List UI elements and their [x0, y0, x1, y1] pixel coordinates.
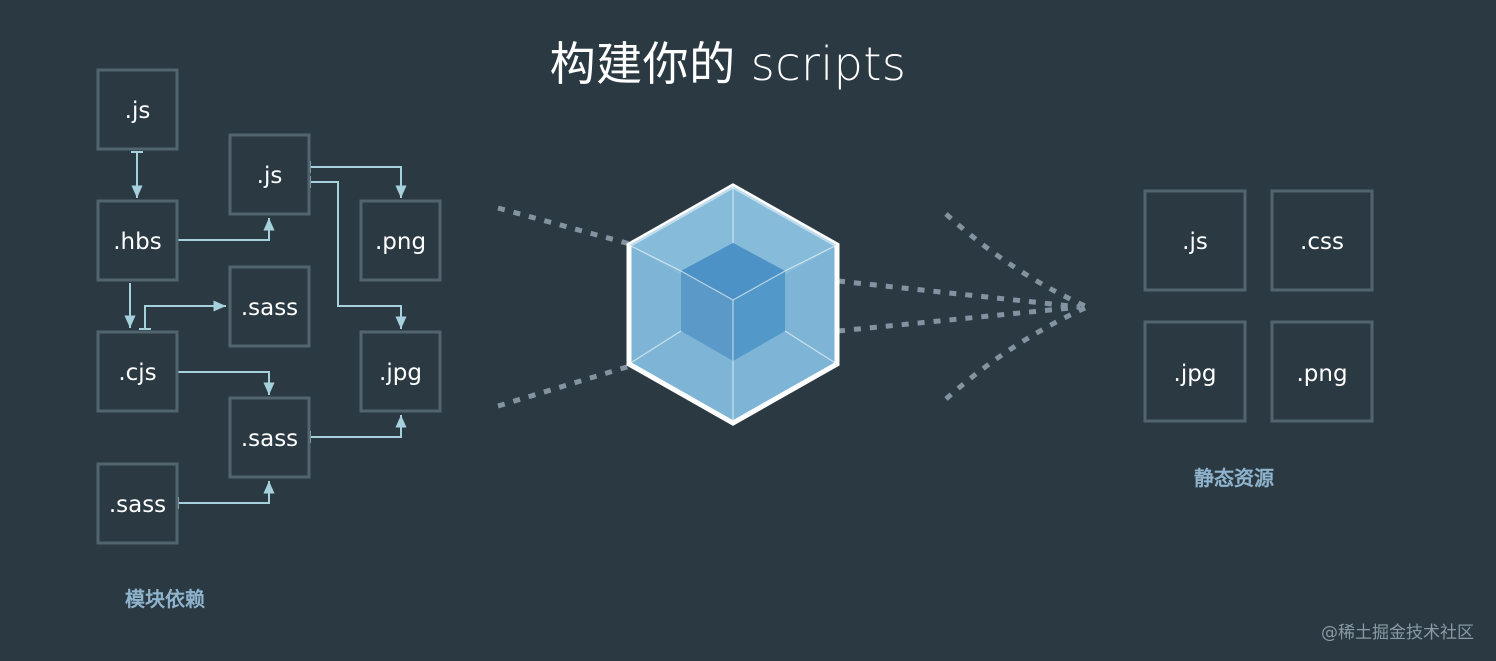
asset-box-js: [1143, 189, 1247, 292]
box-png: [359, 199, 442, 282]
right-caption: 静态资源: [1194, 466, 1274, 490]
arrow-hbs-to-js: [178, 218, 275, 241]
box-js-1: [96, 68, 179, 151]
funnel-line-top: [497, 205, 631, 247]
box-hbs: [96, 199, 179, 282]
box-sass-1: [228, 265, 311, 348]
asset-label: .png: [1296, 361, 1347, 387]
left-caption: 模块依赖: [125, 587, 205, 611]
box-js-2: [228, 133, 311, 216]
left-box-group: .js .js .hbs .png .sass .cjs .jpg .sass …: [96, 68, 442, 545]
box-label: .sass: [241, 426, 298, 452]
arrow-cjs-to-sass2: [178, 371, 275, 395]
asset-label: .js: [1182, 229, 1208, 255]
box-cjs: [96, 330, 179, 413]
box-label: .jpg: [379, 360, 422, 386]
arrow-js-to-jpg: [310, 181, 407, 329]
asset-box-png: [1270, 320, 1374, 423]
box-label: .sass: [241, 295, 298, 321]
arrow-cjs-to-sass: [144, 300, 226, 329]
asset-box-jpg: [1143, 320, 1247, 423]
funnel-line-bottom: [497, 363, 631, 409]
box-label: .sass: [109, 492, 166, 518]
arrow-sass2-to-jpg: [310, 415, 407, 438]
arrow-js-to-png: [310, 166, 407, 198]
box-sass-3: [96, 462, 179, 545]
webpack-cube-icon: [626, 183, 840, 426]
dependency-arrows: [124, 151, 407, 509]
box-sass-2: [228, 396, 311, 479]
out-curve-upper: [944, 212, 1087, 309]
box-label: .hbs: [113, 229, 161, 255]
right-box-group: .js .css .jpg .png: [1143, 189, 1374, 423]
box-label: .cjs: [118, 360, 156, 386]
out-curve-lower: [944, 305, 1087, 401]
out-line-lower: [837, 304, 1081, 334]
box-jpg: [359, 330, 442, 413]
asset-label: .jpg: [1174, 361, 1217, 387]
out-line-upper: [837, 278, 1081, 310]
watermark: @稀土掘金技术社区: [1321, 623, 1474, 643]
arrow-sass3-to-sass2: [178, 481, 275, 504]
asset-label: .css: [1300, 229, 1344, 255]
box-label: .png: [375, 229, 426, 255]
box-label: .js: [257, 163, 283, 189]
asset-box-css: [1270, 189, 1374, 292]
funnel-lines: [497, 205, 1087, 409]
box-label: .js: [125, 98, 151, 124]
page-title: 构建你的 scripts: [549, 37, 907, 91]
